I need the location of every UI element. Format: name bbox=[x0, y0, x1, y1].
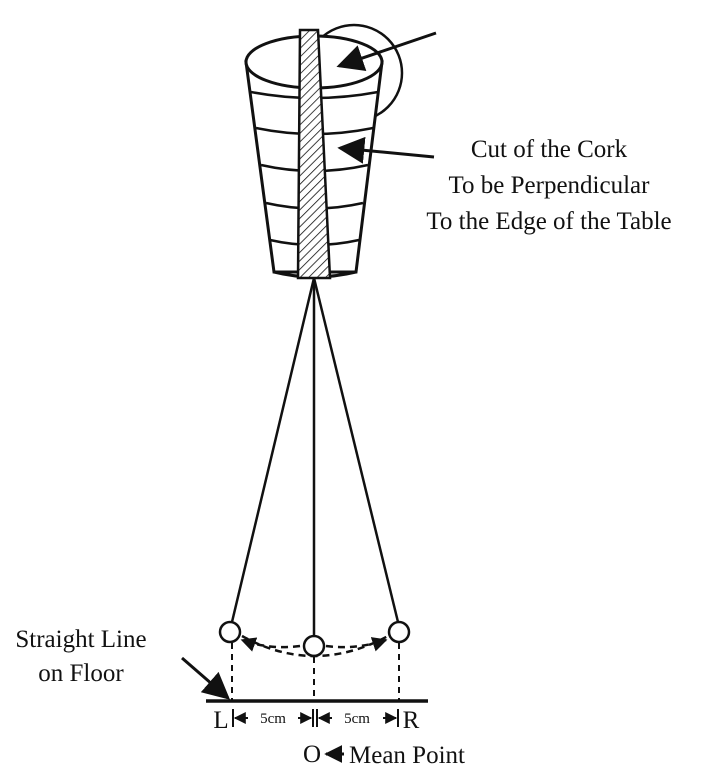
pointer-arrow-top bbox=[336, 31, 437, 71]
pointer-arrow-floor bbox=[181, 656, 231, 700]
bob-left bbox=[218, 620, 242, 644]
cork-label-line2: To be Perpendicular bbox=[449, 172, 651, 199]
cork-cut-hatched bbox=[296, 28, 332, 280]
distance-left: 5cm bbox=[260, 711, 286, 727]
drop-lines bbox=[231, 643, 400, 700]
label-origin: O bbox=[303, 741, 321, 768]
bob-center bbox=[302, 634, 326, 658]
mean-point-label: Mean Point bbox=[349, 742, 465, 769]
floor-label-line1: Straight Line bbox=[15, 626, 146, 653]
pendulum-strings bbox=[230, 277, 400, 636]
label-right: R bbox=[403, 707, 420, 734]
swing-arc-upper-right bbox=[325, 637, 388, 652]
cork-label-line1: Cut of the Cork bbox=[471, 136, 628, 163]
pendulum-bobs bbox=[218, 620, 411, 658]
cork bbox=[244, 23, 404, 280]
string-left bbox=[230, 277, 316, 623]
distance-right: 5cm bbox=[344, 711, 370, 727]
string-right bbox=[312, 277, 400, 623]
distance-markers bbox=[232, 709, 399, 727]
pointer-arrow-cut bbox=[337, 136, 435, 164]
swing-arc-upper-left bbox=[240, 637, 301, 652]
bob-right bbox=[387, 620, 411, 644]
label-left: L bbox=[213, 707, 228, 734]
cork-label-line3: To the Edge of the Table bbox=[426, 208, 671, 235]
floor-label-line2: on Floor bbox=[38, 660, 124, 687]
swing-arcs bbox=[240, 634, 389, 658]
